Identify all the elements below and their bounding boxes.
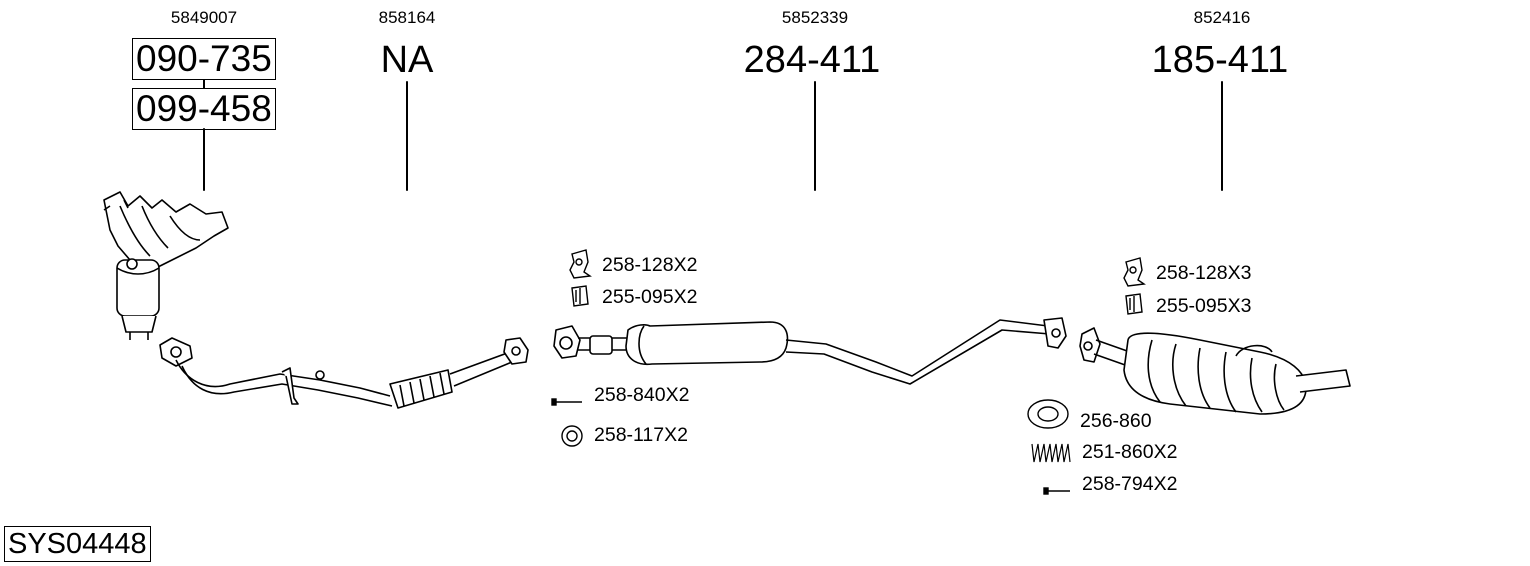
system-code: SYS04448 [4, 526, 151, 562]
clamp-icon [569, 249, 592, 279]
middle-silencer [553, 317, 1067, 385]
oem-number: 5852339 [781, 8, 849, 27]
accessory-label[interactable]: 255-095X3 [1156, 295, 1252, 317]
part-code-box[interactable]: 090-735 [132, 38, 276, 80]
part-code-box[interactable]: 099-458 [132, 88, 276, 130]
oem-number: 5849007 [170, 8, 238, 27]
accessory-label[interactable]: 255-095X2 [602, 286, 698, 308]
rear-silencer [1079, 327, 1351, 415]
accessory-label[interactable]: 256-860 [1080, 410, 1152, 432]
part-code[interactable]: 185-411 [1151, 39, 1289, 81]
flange-gasket-icon [1027, 399, 1069, 429]
ring-gasket-icon [561, 425, 583, 447]
accessory-label[interactable]: 258-117X2 [594, 424, 688, 446]
manifold-catalyst [103, 191, 229, 340]
oem-number: 852416 [1193, 8, 1251, 27]
part-code[interactable]: 284-411 [743, 39, 881, 81]
bolt-icon [551, 398, 582, 406]
bolt-icon [1043, 487, 1070, 495]
rubber-mount-icon [571, 285, 589, 307]
rubber-mount-icon [1125, 293, 1143, 315]
clamp-icon [1123, 257, 1146, 287]
accessory-label[interactable]: 251-860X2 [1082, 441, 1178, 463]
front-pipe [159, 337, 529, 409]
spring-icon [1031, 443, 1071, 463]
accessory-label[interactable]: 258-840X2 [594, 384, 690, 406]
accessory-label[interactable]: 258-128X3 [1156, 262, 1252, 284]
part-code: NA [380, 39, 434, 81]
oem-number: 858164 [378, 8, 436, 27]
accessory-label[interactable]: 258-794X2 [1082, 473, 1178, 495]
accessory-label[interactable]: 258-128X2 [602, 254, 698, 276]
